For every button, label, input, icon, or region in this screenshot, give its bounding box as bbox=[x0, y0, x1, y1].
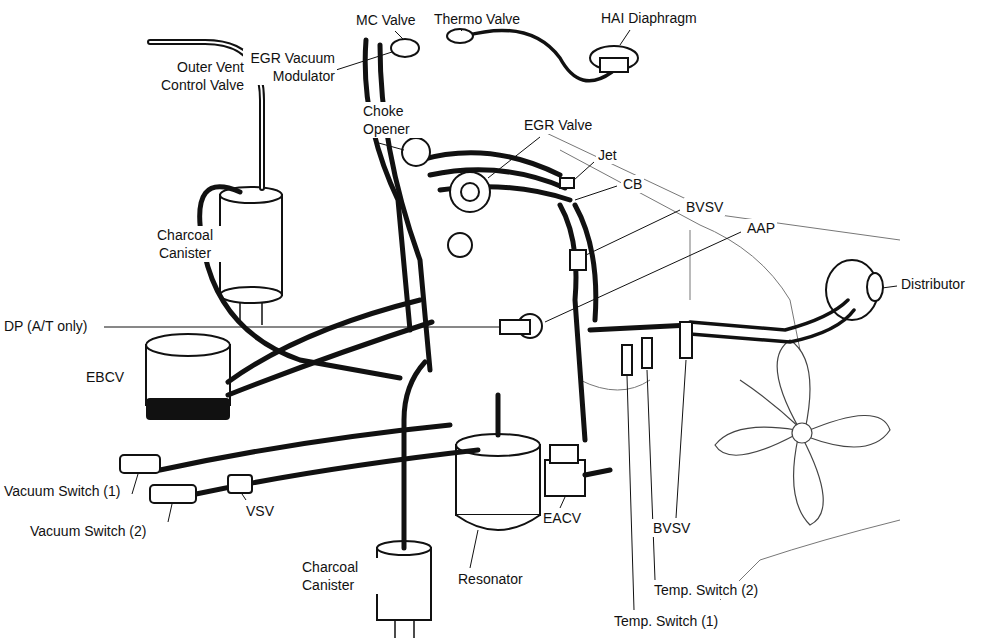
part-label: Outer Vent Control Valve bbox=[136, 58, 246, 94]
part-label: Thermo Valve bbox=[432, 10, 522, 28]
part-label: Jet bbox=[596, 146, 619, 164]
part-label: VSV bbox=[244, 502, 276, 520]
valve-symbol bbox=[120, 29, 692, 503]
part-label: Charcoal Canister bbox=[300, 558, 384, 594]
part-label: HAI Diaphragm bbox=[599, 9, 699, 27]
part-label: EBCV bbox=[84, 368, 126, 386]
part-label: EGR Vacuum Modulator bbox=[243, 49, 337, 85]
fan-symbol bbox=[715, 340, 890, 525]
part-label: EGR Valve bbox=[522, 116, 594, 134]
part-label: Charcoal Canister bbox=[142, 226, 228, 262]
ebcv-component bbox=[146, 334, 230, 420]
part-label: Vacuum Switch (1) bbox=[2, 482, 122, 500]
charcoal-canister bbox=[377, 541, 431, 638]
part-label: MC Valve bbox=[354, 11, 418, 29]
part-label: BVSV bbox=[684, 198, 725, 216]
part-label: Resonator bbox=[456, 570, 525, 588]
part-label: Temp. Switch (1) bbox=[612, 612, 720, 630]
engine-outline bbox=[540, 130, 900, 600]
part-label: Distributor bbox=[899, 275, 967, 293]
part-label: AAP bbox=[745, 219, 777, 237]
eacv-component bbox=[545, 445, 585, 496]
part-label: Temp. Switch (2) bbox=[652, 581, 760, 599]
leader-line bbox=[104, 30, 897, 610]
part-label: BVSV bbox=[651, 519, 692, 537]
part-label: Choke Opener bbox=[361, 102, 425, 138]
resonator-component bbox=[456, 434, 540, 530]
part-label: CB bbox=[621, 175, 644, 193]
charcoal-canister bbox=[220, 187, 282, 325]
part-label: DP (A/T only) bbox=[2, 317, 90, 335]
part-label: EACV bbox=[541, 509, 583, 527]
part-label: Vacuum Switch (2) bbox=[28, 522, 148, 540]
vacuum-hose bbox=[160, 40, 690, 548]
